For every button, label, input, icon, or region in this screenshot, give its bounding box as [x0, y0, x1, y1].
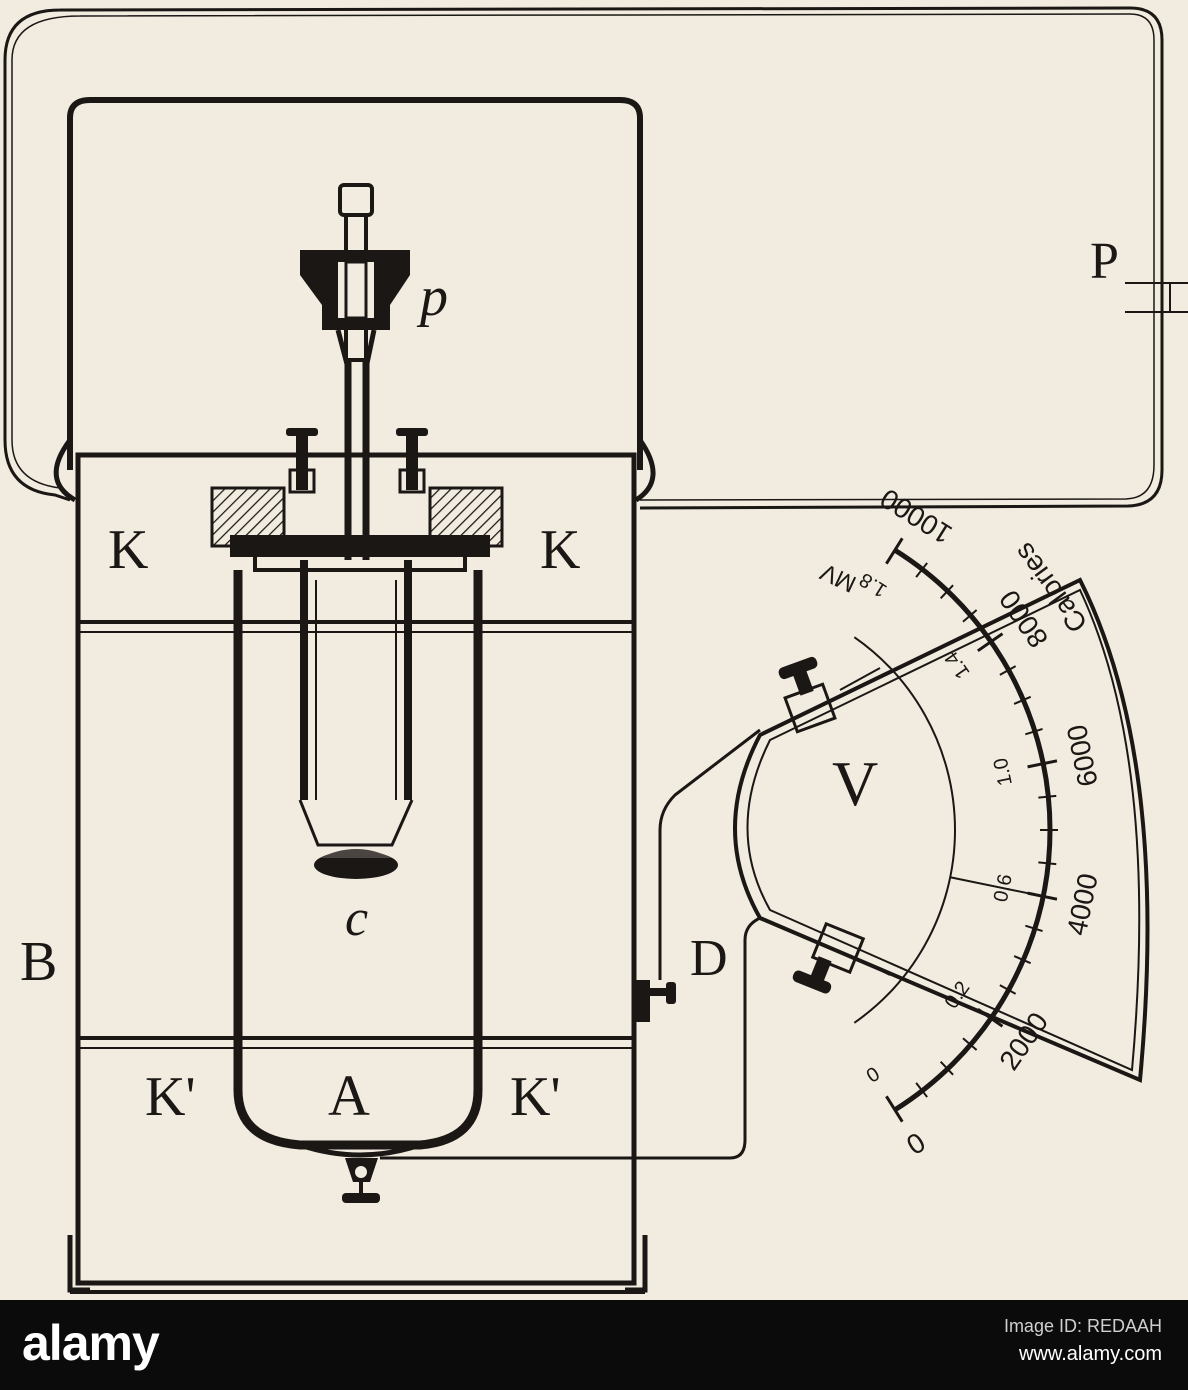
scale-calorie-label: 6000	[1061, 722, 1104, 789]
valve-tube	[344, 360, 370, 560]
label-D: D	[690, 930, 728, 987]
scale-tick	[1025, 924, 1043, 933]
outlet-screw	[342, 1193, 380, 1203]
scale-tick	[999, 665, 1017, 676]
valve-head-slot	[344, 260, 368, 320]
label-p: p	[416, 266, 448, 328]
scale-tick	[999, 984, 1017, 995]
scale-tick	[885, 1095, 904, 1123]
electrode-right	[404, 560, 412, 800]
label-P: P	[1090, 233, 1119, 290]
vessel-outlet-knob	[355, 1166, 367, 1178]
valve-head-inner	[338, 262, 374, 318]
watermark-url: www.alamy.com	[1019, 1343, 1162, 1365]
scale-tick	[885, 537, 904, 565]
label-B: B	[20, 931, 57, 993]
scale-tick	[915, 562, 928, 578]
label-K-prime-right: K'	[510, 1066, 561, 1128]
watermark-info: Image ID: REDAAH www.alamy.com	[1004, 1316, 1162, 1366]
valve-tube-neck	[335, 329, 377, 369]
binding-post-top	[778, 656, 881, 734]
wire-D-to-V	[658, 728, 761, 980]
galvanometer-inner	[746, 588, 1141, 1072]
scale-tick	[1027, 759, 1058, 769]
cap-plate-inner	[253, 538, 467, 572]
scale-calorie-label: 10000	[875, 483, 957, 551]
label-c: c	[345, 890, 368, 947]
scale-tick	[1038, 794, 1057, 799]
scale-calorie-label: 4000	[1061, 871, 1104, 938]
scale-tick	[1038, 861, 1057, 866]
lid	[67, 97, 643, 470]
scale-mv-label: 0	[863, 1063, 884, 1088]
electrode-left	[300, 560, 308, 800]
scale-tick	[962, 609, 978, 623]
scale-tick	[1025, 727, 1043, 736]
watermark-logo: alamy	[22, 1315, 160, 1371]
scale-tick	[1013, 955, 1032, 965]
label-V: V	[832, 748, 878, 819]
label-K-right: K	[540, 519, 580, 581]
watermark-image-id-label: Image ID:	[1003, 1316, 1082, 1336]
scale-mv-label: 1.0	[990, 756, 1017, 788]
galvanometer-scale: 020004000600080001000000.20.61.01.41.8MV…	[816, 483, 1103, 1161]
galvanometer-needle	[949, 876, 1042, 897]
outer-enclosure-inner	[11, 13, 1155, 501]
scale-tick	[939, 1061, 954, 1076]
lid-flare-left	[53, 438, 77, 503]
vessel-bottom	[299, 1142, 421, 1158]
galvanometer-body	[733, 577, 1150, 1083]
calorimeter-diagram: 020004000600080001000000.20.61.01.41.8MV…	[3, 6, 1188, 1294]
outer-enclosure	[3, 6, 1164, 510]
binding-post-bottom	[792, 921, 891, 994]
scale-tick	[915, 1082, 928, 1098]
scale-calorie-label: 0	[901, 1126, 931, 1161]
label-K-left: K	[108, 519, 148, 581]
container-B	[75, 452, 637, 1286]
watermark-image-id-value: REDAAH	[1086, 1316, 1162, 1336]
wire-bottom-to-V	[380, 916, 761, 1160]
scale-tick	[939, 584, 954, 599]
label-K-prime-left: K'	[145, 1066, 196, 1128]
lid-flare-right	[634, 438, 656, 503]
scale-tick	[962, 1037, 978, 1051]
terminal-D	[634, 980, 676, 1022]
scale-tick	[976, 632, 1004, 653]
watermark-image-id: Image ID: REDAAH	[1004, 1316, 1162, 1337]
crucible-sample-top	[320, 849, 392, 858]
terminal-screw-right	[396, 428, 428, 494]
crucible	[298, 799, 414, 847]
terminal-screw-left	[286, 428, 318, 494]
label-A: A	[328, 1063, 370, 1128]
scale-mv-label: 1.8	[856, 568, 891, 601]
scale-tick	[976, 1007, 1004, 1028]
valve-bolt-head	[338, 183, 374, 217]
watermark-bar: alamy Image ID: REDAAH www.alamy.com	[0, 1300, 1188, 1390]
scale-unit-mv: MV	[816, 558, 860, 598]
scale-tick	[1013, 695, 1032, 705]
scale-inner-arc	[853, 636, 957, 1024]
scale-mv-label: 1.4	[941, 647, 975, 682]
